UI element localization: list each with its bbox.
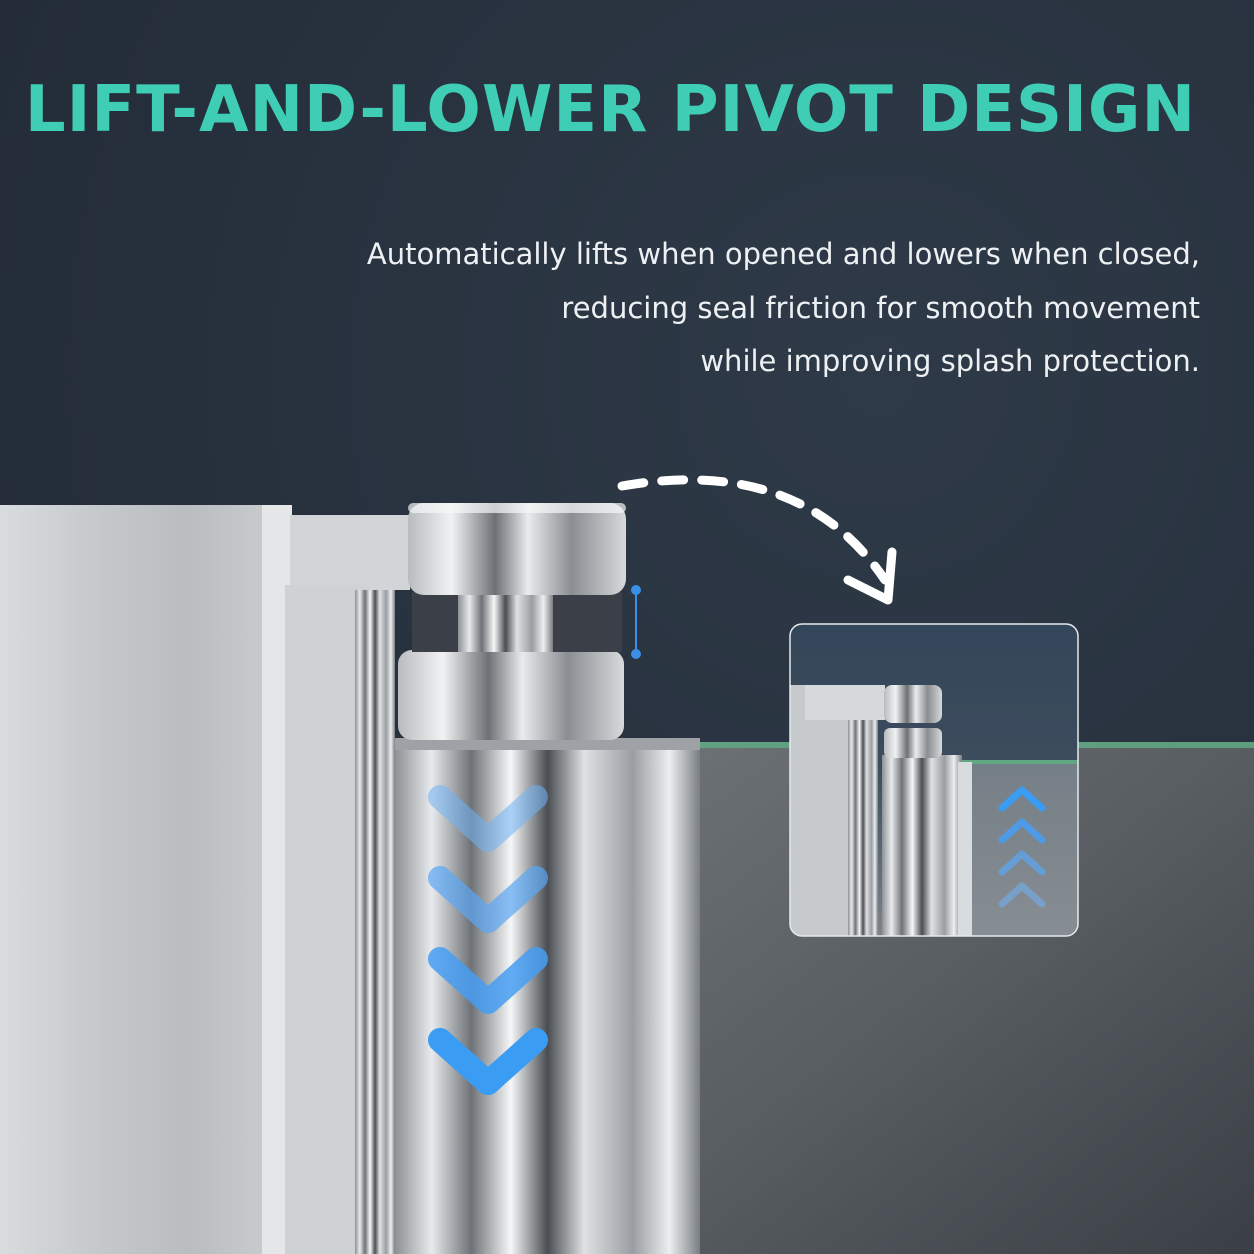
description-line: reducing seal friction for smooth moveme… — [561, 290, 1200, 325]
lift-height-marker — [631, 585, 641, 659]
chevron-down-icon — [428, 785, 548, 852]
chevron-down-icon — [428, 947, 548, 1014]
description-line: Automatically lifts when opened and lowe… — [366, 237, 1200, 271]
chevron-up-icon — [998, 850, 1046, 876]
description-line: while improving splash protection. — [700, 344, 1200, 378]
hinge-body — [395, 503, 700, 1254]
chevron-down-icon — [428, 866, 548, 933]
chevron-up-icon — [998, 818, 1046, 844]
chevron-down-icon — [428, 1028, 548, 1095]
feature-description: Automatically lifts when opened and lowe… — [300, 228, 1200, 389]
chevron-up-icon — [998, 882, 1046, 908]
headline: LIFT-AND-LOWER PIVOT DESIGN — [24, 73, 1196, 147]
down-chevrons — [428, 785, 548, 1095]
wall-profile — [0, 505, 410, 1254]
chevron-up-icon — [998, 786, 1046, 812]
dashed-curved-arrow — [617, 475, 897, 605]
inset-detail — [789, 623, 1079, 937]
